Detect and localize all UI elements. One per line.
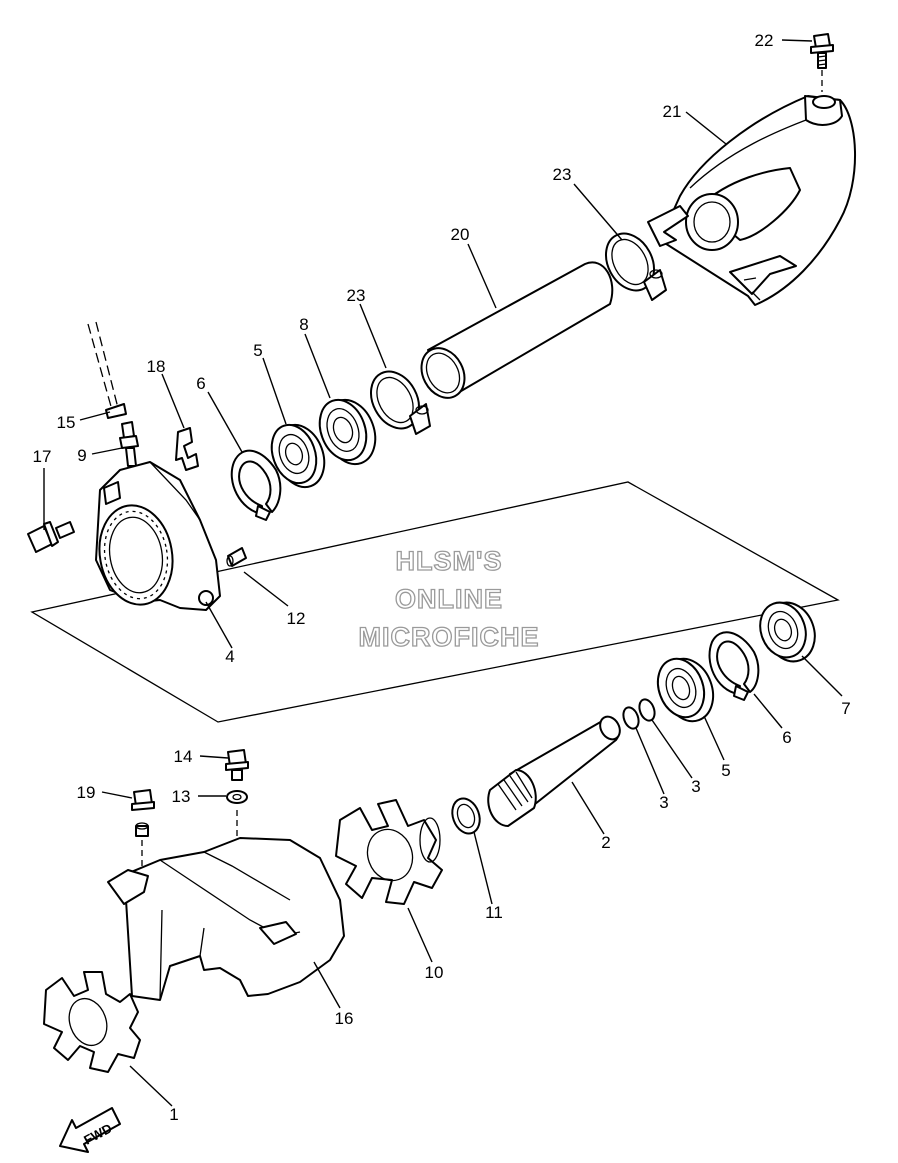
callout-9: 9 [77, 446, 86, 465]
callout-20: 20 [451, 225, 470, 244]
callout-labels: 22 21 23 20 23 8 5 18 6 15 9 17 12 4 7 6… [33, 31, 851, 1124]
part-4-housing [95, 461, 221, 611]
part-6-circlip-lower [708, 631, 760, 701]
part-20-tube [420, 261, 614, 399]
part-1-damper [43, 971, 141, 1073]
part-10-coupler [335, 799, 443, 905]
callout-23-upper: 23 [553, 165, 572, 184]
callout-18: 18 [147, 357, 166, 376]
watermark: HLSM'S ONLINE MICROFICHE [358, 545, 540, 652]
part-15-hose-clamp [87, 321, 127, 419]
part-9-fitting [119, 421, 139, 467]
part-6-circlip-upper [230, 449, 282, 521]
part-3-o-rings [622, 698, 656, 730]
part-23-clamp-upper [605, 232, 667, 301]
callout-16: 16 [335, 1009, 354, 1028]
callout-5-lower: 5 [721, 761, 730, 780]
callout-6-lower: 6 [782, 728, 791, 747]
fwd-direction-arrow: FWD [59, 1107, 121, 1153]
part-5-seal-upper [270, 423, 326, 489]
part-11-seal-ring [451, 797, 481, 835]
callout-3-a: 3 [659, 793, 668, 812]
callout-1: 1 [169, 1105, 178, 1124]
watermark-line-1: HLSM'S [396, 546, 503, 576]
part-19-bolt [131, 789, 155, 872]
callout-19: 19 [77, 783, 96, 802]
callout-17: 17 [33, 447, 52, 466]
callout-23-lower: 23 [347, 286, 366, 305]
callout-6-upper: 6 [196, 374, 205, 393]
part-2-shaft [487, 715, 621, 827]
part-7-bearing [759, 601, 816, 663]
part-21-nozzle [647, 95, 856, 306]
part-8-bearing [318, 398, 377, 466]
callout-15: 15 [57, 413, 76, 432]
callout-2: 2 [601, 833, 610, 852]
part-12-pin [226, 547, 247, 567]
subassembly-outline [30, 481, 840, 723]
callout-3-b: 3 [691, 777, 700, 796]
callout-5-upper: 5 [253, 341, 262, 360]
watermark-line-3: MICROFICHE [359, 622, 540, 652]
callout-4: 4 [225, 647, 234, 666]
part-18-clip [175, 427, 199, 471]
callout-8: 8 [299, 315, 308, 334]
part-17-bolt [27, 521, 75, 553]
callout-14: 14 [174, 747, 193, 766]
part-23-clamp-lower [370, 370, 431, 435]
leader-lines [43, 39, 843, 1107]
callout-13: 13 [172, 787, 191, 806]
callout-21: 21 [663, 102, 682, 121]
callout-7: 7 [841, 699, 850, 718]
callout-11: 11 [485, 903, 503, 922]
callout-10: 10 [425, 963, 444, 982]
part-14-bolt [225, 749, 249, 781]
part-16-cover [107, 837, 345, 1001]
part-22-bolt [810, 33, 834, 92]
callout-12: 12 [287, 609, 306, 628]
callout-22: 22 [755, 31, 774, 50]
watermark-line-2: ONLINE [395, 584, 503, 614]
part-5-seal-lower [656, 657, 715, 723]
part-13-washer [226, 790, 248, 842]
